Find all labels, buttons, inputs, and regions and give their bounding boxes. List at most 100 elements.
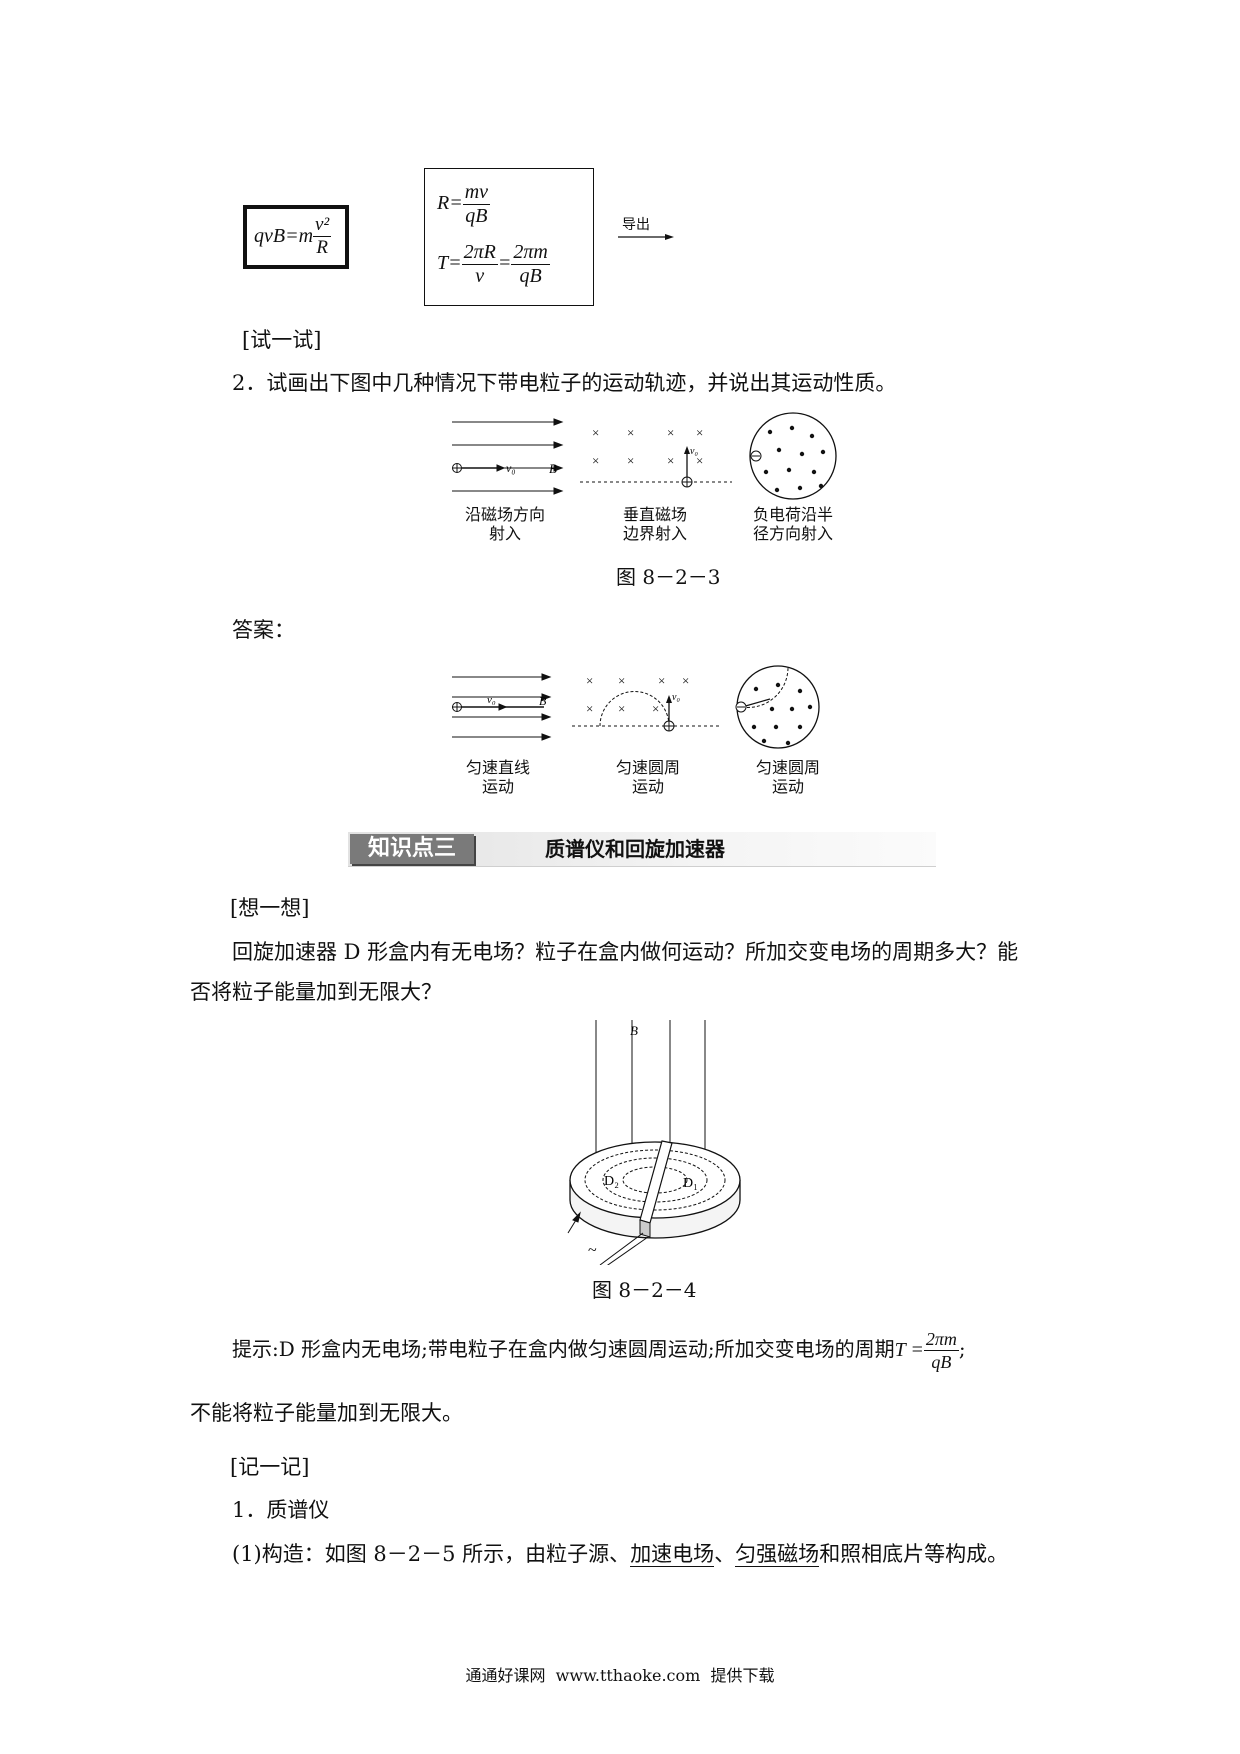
hint-period-symbol: T = [894, 1339, 924, 1361]
formula-lhs: qvB=m [254, 225, 314, 247]
section-title: 质谱仪和回旋加速器 [545, 837, 725, 861]
caption-line: 边界射入 [622, 524, 687, 543]
caption-line: 射入 [488, 524, 521, 543]
underlined-acceleration-field: 加速电场 [630, 1542, 715, 1567]
item-1-structure: (1)构造：如图 8－2－5 所示，由粒子源、加速电场、匀强磁场和照相底片等构成… [232, 1539, 1008, 1569]
caption-line: 径方向射入 [752, 524, 833, 543]
svg-text:×: × [667, 453, 674, 468]
label-v0: v₀ [506, 461, 516, 475]
svg-text:×: × [696, 425, 703, 440]
label-v0-vertical: v₀ [690, 446, 698, 457]
period-lhs: T= [437, 252, 462, 275]
figure-title-8-2-4: 图 8－2－4 [592, 1278, 697, 1302]
label-v0-vertical: v₀ [672, 692, 680, 703]
caption-line: 运动 [771, 777, 804, 796]
answer-panel-straight [452, 673, 552, 741]
fraction-numerator: 2πm [513, 241, 548, 263]
derive-label: 导出 [622, 217, 650, 233]
caption-line: 匀速圆周 [755, 758, 820, 777]
answer-panel-circular: ×××× ××× [572, 673, 720, 732]
label-b: B [539, 694, 547, 708]
answer-caption-negative-circular: 匀速圆周 运动 [723, 758, 853, 796]
label-b: B [549, 461, 557, 476]
section-tag: 知识点三 [350, 834, 474, 864]
caption-line: 负电荷沿半 [752, 505, 833, 524]
caption-line: 匀速直线 [465, 758, 530, 777]
svg-text:×: × [586, 701, 593, 716]
caption-negative-radial: 负电荷沿半 径方向射入 [728, 505, 858, 543]
panel-negative-radial [749, 412, 837, 500]
think-question-line-1: 回旋加速器 D 形盒内有无电场？粒子在盒内做何运动？所加交变电场的周期多大？能 [232, 940, 1019, 964]
figure-answer: v₀ B ×××× ××× v₀ [452, 665, 820, 749]
label-d2: D₂ [604, 1174, 619, 1189]
try-heading: [试一试] [242, 328, 322, 352]
hint-semicolon: ; [958, 1337, 966, 1361]
panel-along-field [452, 418, 564, 495]
label-v0: v₀ [487, 694, 496, 706]
hint-line-2: 不能将粒子能量加到无限大。 [190, 1401, 463, 1425]
svg-text:×: × [627, 453, 634, 468]
label-d1: D₁ [683, 1176, 698, 1191]
svg-text:×: × [618, 701, 625, 716]
structure-prefix: (1)构造：如图 8－2－5 所示，由粒子源、 [232, 1542, 631, 1566]
answer-caption-circular: 匀速圆周 运动 [583, 758, 713, 796]
figure-title-8-2-3: 图 8－2－3 [616, 565, 721, 589]
fraction-numerator: 2πm [925, 1329, 957, 1349]
answer-panel-negative-circular [735, 665, 820, 749]
page-footer: 通通好课网 www.tthaoke.com 提供下载 [465, 1666, 775, 1685]
item-1-mass-spectrometer: 1．质谱仪 [232, 1498, 330, 1522]
remember-heading: [记一记] [230, 1455, 310, 1479]
fraction-denominator: qB [511, 264, 550, 288]
caption-line: 沿磁场方向 [464, 505, 545, 524]
fraction-numerator: v² [315, 214, 330, 235]
ac-source-icon: ~ [588, 1242, 597, 1259]
label-b-field: B [630, 1023, 638, 1038]
caption-line: 运动 [631, 777, 664, 796]
svg-text:×: × [627, 425, 634, 440]
structure-separator: 、 [714, 1542, 736, 1566]
answer-caption-straight: 匀速直线 运动 [433, 758, 563, 796]
underlined-uniform-magnetic-field: 匀强磁场 [735, 1542, 820, 1567]
derive-arrow-icon [618, 234, 674, 240]
figure-8-2-3: v₀ B × × × × × × × × v₀ [452, 412, 837, 500]
caption-line: 匀速圆周 [615, 758, 680, 777]
fraction-denominator: R [313, 236, 332, 259]
think-question-line-2: 否将粒子能量加到无限大？ [190, 980, 442, 1004]
svg-text:×: × [658, 673, 665, 688]
caption-perpendicular-boundary: 垂直磁场 边界射入 [590, 505, 720, 543]
hint-line-1: 提示:D 形盒内无电场;带电粒子在盒内做匀速圆周运动;所加交变电场的周期T =2… [232, 1328, 966, 1373]
svg-text:×: × [696, 453, 703, 468]
panel-perpendicular-boundary: × × × × × × × × [580, 425, 732, 488]
answer-label: 答案： [232, 618, 295, 642]
equals-sign: = [497, 252, 512, 275]
svg-text:×: × [592, 453, 599, 468]
caption-along-field: 沿磁场方向 射入 [440, 505, 570, 543]
svg-text:×: × [682, 673, 689, 688]
svg-text:×: × [618, 673, 625, 688]
svg-text:×: × [667, 425, 674, 440]
radius-lhs: R= [437, 192, 463, 215]
svg-text:×: × [592, 425, 599, 440]
caption-line: 垂直磁场 [622, 505, 687, 524]
fraction-numerator: mv [464, 181, 489, 203]
svg-text:×: × [586, 673, 593, 688]
structure-suffix: 和照相底片等构成。 [819, 1542, 1009, 1566]
question-2: 2．试画出下图中几种情况下带电粒子的运动轨迹，并说出其运动性质。 [232, 371, 897, 395]
fraction-denominator: v [461, 264, 498, 288]
think-heading: [想一想] [230, 896, 310, 920]
caption-line: 运动 [481, 777, 514, 796]
hint-text: 提示:D 形盒内无电场;带电粒子在盒内做匀速圆周运动;所加交变电场的周期 [232, 1337, 895, 1361]
fraction-numerator: 2πR [463, 241, 496, 263]
fraction-denominator: qB [462, 204, 491, 228]
fraction-denominator: qB [923, 1350, 959, 1373]
